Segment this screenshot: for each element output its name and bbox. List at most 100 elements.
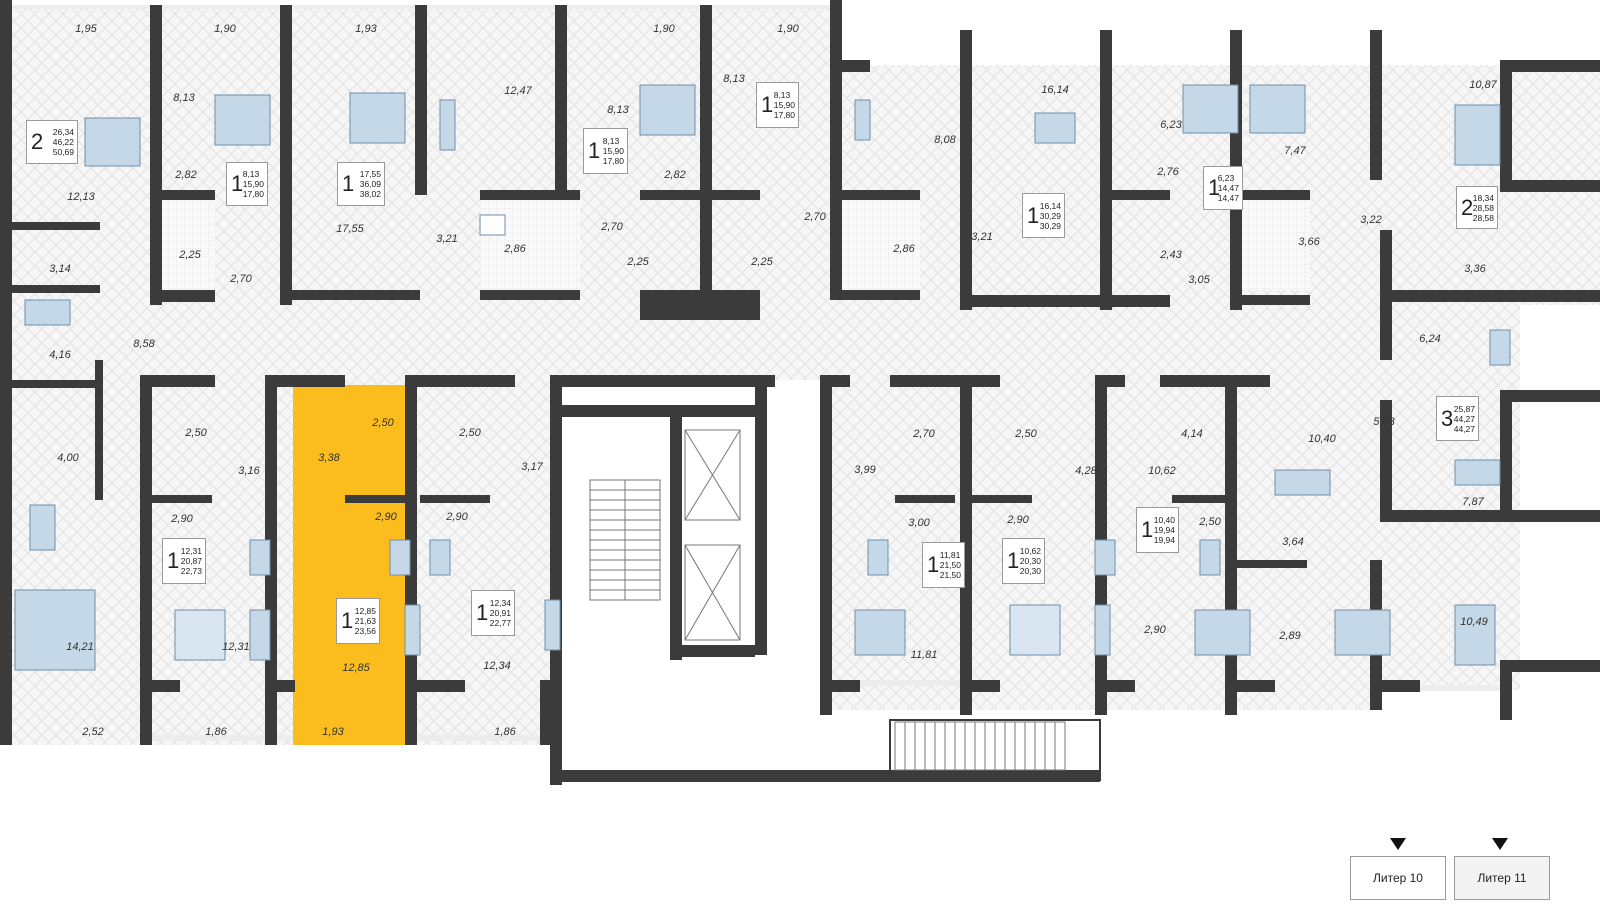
apartment-rooms: 1 xyxy=(341,608,354,633)
room-area-label: 12,13 xyxy=(67,191,95,203)
total-area-with-balcony: 23,56 xyxy=(354,626,376,636)
room-area-label: 3,05 xyxy=(1188,274,1210,286)
room-area-label: 2,70 xyxy=(803,211,826,223)
living-area: 6,23 xyxy=(1217,173,1235,183)
room-area-label: 3,99 xyxy=(854,464,875,476)
litera-11-button[interactable]: Литер 11 xyxy=(1454,856,1550,900)
total-area-with-balcony: 19,94 xyxy=(1153,535,1175,545)
room-area-label: 8,08 xyxy=(934,134,956,146)
room-area-label: 1,95 xyxy=(75,23,97,35)
total-area: 15,90 xyxy=(773,100,795,110)
apartment-rooms: 1 xyxy=(588,138,601,163)
living-area: 16,14 xyxy=(1039,200,1061,211)
room-area-label: 3,22 xyxy=(1360,214,1381,226)
room-area-label: 2,25 xyxy=(626,256,649,268)
room-area-label: 7,87 xyxy=(1462,496,1484,508)
total-area: 15,90 xyxy=(242,179,264,189)
total-area-with-balcony: 38,02 xyxy=(359,189,381,199)
room-area-label: 8,13 xyxy=(723,73,745,85)
room-area-label: 4,28 xyxy=(1075,465,1097,477)
room-area-label: 2,82 xyxy=(174,169,196,181)
total-area: 20,91 xyxy=(489,608,511,618)
room-area-label: 2,25 xyxy=(178,249,201,261)
room-area-label: 2,90 xyxy=(445,511,468,523)
room-area-label: 8,13 xyxy=(173,92,195,104)
room-area-label: 10,49 xyxy=(1460,616,1488,628)
furniture xyxy=(14,84,1511,671)
room-area-label: 2,50 xyxy=(1014,428,1037,440)
total-area: 30,29 xyxy=(1039,210,1061,221)
apartment-rooms: 1 xyxy=(476,600,489,625)
apartment-rooms: 2 xyxy=(1461,194,1474,220)
apartment-rooms: 1 xyxy=(1141,517,1154,542)
living-area: 26,34 xyxy=(52,127,74,137)
room-area-label: 12,47 xyxy=(504,85,532,97)
living-area: 25,87 xyxy=(1453,403,1475,414)
apartment-rooms: 1 xyxy=(167,548,180,573)
room-area-label: 12,85 xyxy=(342,662,370,674)
room-area-label: 2,89 xyxy=(1278,630,1300,642)
room-area-label: 2,90 xyxy=(1006,514,1029,526)
room-area-label: 11,81 xyxy=(911,649,938,661)
room-area-label: 3,14 xyxy=(49,263,70,275)
total-area: 46,22 xyxy=(52,137,74,147)
litera-11-marker-icon xyxy=(1492,838,1508,850)
room-area-label: 17,55 xyxy=(336,223,364,235)
room-area-label: 3,17 xyxy=(521,461,543,473)
living-area: 8,13 xyxy=(242,169,260,179)
total-area-with-balcony: 50,69 xyxy=(52,147,74,157)
living-area: 10,40 xyxy=(1153,515,1175,525)
room-area-label: 2,50 xyxy=(184,427,207,439)
room-area-label: 1,93 xyxy=(322,726,344,738)
total-area: 21,63 xyxy=(354,616,376,626)
room-area-label: 2,50 xyxy=(1198,516,1221,528)
room-area-label: 5,63 xyxy=(1373,416,1395,428)
room-area-label: 3,38 xyxy=(318,452,340,464)
living-area: 12,31 xyxy=(180,546,202,556)
room-area-label: 1,90 xyxy=(214,23,236,35)
total-area: 20,87 xyxy=(180,556,202,566)
room-area-label: 3,21 xyxy=(971,231,992,243)
room-area-label: 4,16 xyxy=(49,349,71,361)
living-area: 8,13 xyxy=(773,90,791,100)
total-area: 19,94 xyxy=(1153,525,1175,535)
room-area-label: 2,50 xyxy=(458,427,481,439)
apartment-rooms: 1 xyxy=(1208,175,1221,200)
room-area-label: 2,86 xyxy=(892,243,915,255)
apartment-rooms: 1 xyxy=(927,552,940,577)
total-area: 28,58 xyxy=(1472,202,1494,213)
room-area-label: 2,90 xyxy=(170,513,193,525)
apartment-rooms: 2 xyxy=(31,129,44,154)
room-area-label: 1,90 xyxy=(777,23,799,35)
total-area-with-balcony: 17,80 xyxy=(773,110,795,120)
room-area-label: 3,64 xyxy=(1282,536,1303,548)
litera-10-button[interactable]: Литер 10 xyxy=(1350,856,1446,900)
total-area: 15,90 xyxy=(602,146,624,156)
